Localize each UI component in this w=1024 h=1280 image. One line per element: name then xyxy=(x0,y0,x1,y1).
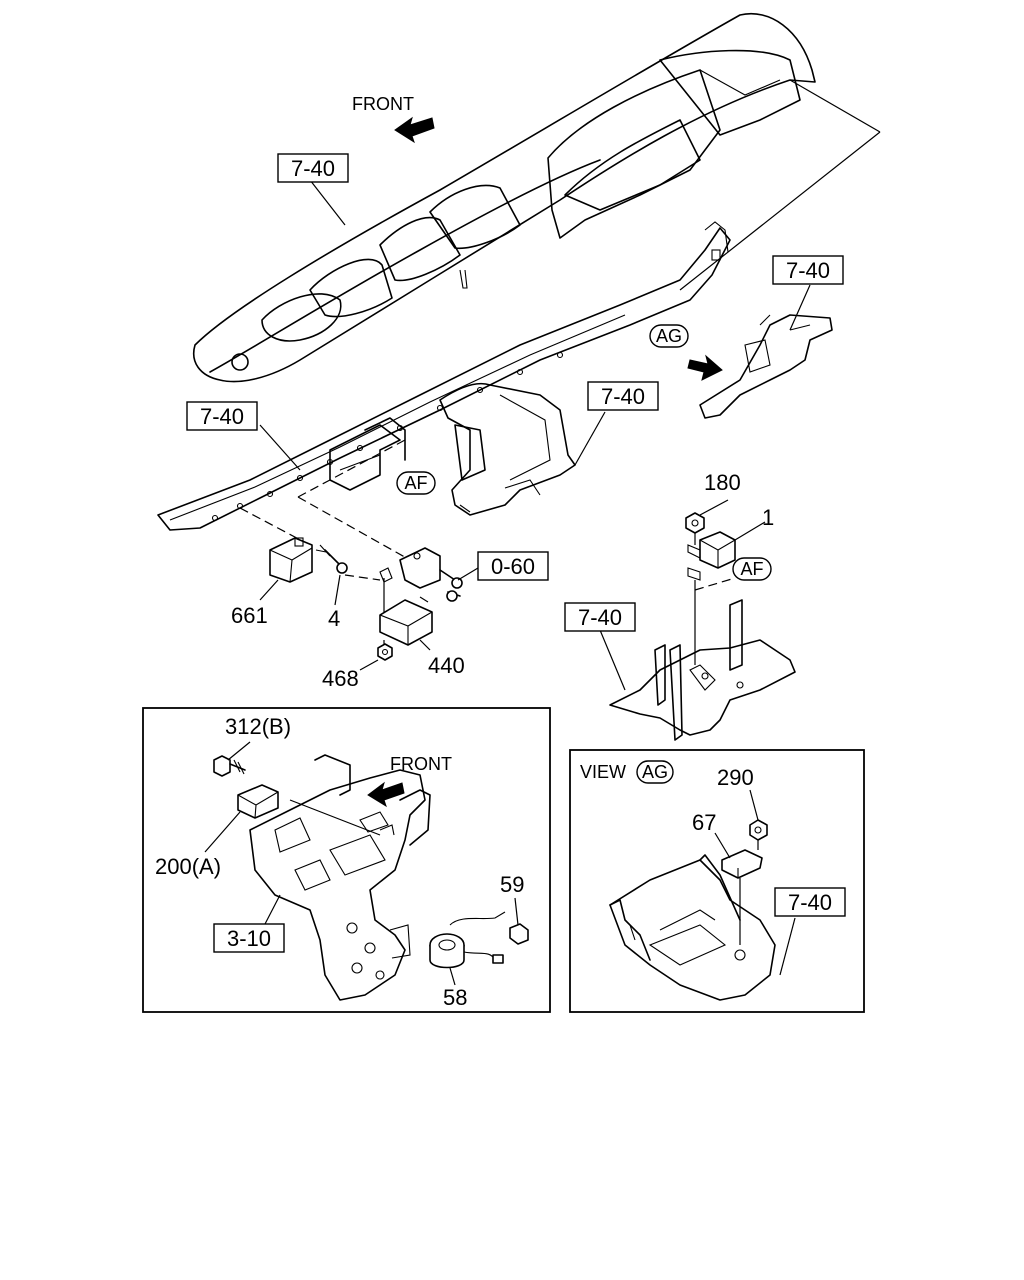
svg-text:AG: AG xyxy=(642,762,668,782)
part-label-468: 468 xyxy=(322,666,359,691)
part-312b-bolt xyxy=(213,755,246,777)
part-label-440: 440 xyxy=(428,653,465,678)
part-0-60-bracket xyxy=(399,547,463,602)
part-label-180: 180 xyxy=(704,470,741,495)
part-1-sensor xyxy=(687,531,736,581)
svg-text:7-40: 7-40 xyxy=(578,605,622,630)
marker-af-right: AF xyxy=(732,557,772,581)
svg-text:7-40: 7-40 xyxy=(200,404,244,429)
marker-af-left: AF xyxy=(396,471,436,495)
part-label-4: 4 xyxy=(328,606,340,631)
inset-bracket-3-10 xyxy=(249,754,431,1001)
ref-center-stay: 7-40 xyxy=(587,381,659,411)
svg-text:7-40: 7-40 xyxy=(291,156,335,181)
part-label-1: 1 xyxy=(762,505,774,530)
center-stay xyxy=(439,382,576,516)
left-bracket xyxy=(329,417,406,491)
floor-bracket xyxy=(609,599,796,741)
svg-text:7-40: 7-40 xyxy=(601,384,645,409)
marker-ag: AG xyxy=(649,324,689,348)
part-label-67: 67 xyxy=(692,810,716,835)
part-label-58: 58 xyxy=(443,985,467,1010)
part-label-312b: 312(B) xyxy=(225,714,291,739)
ref-dashboard: 7-40 xyxy=(277,153,349,183)
cross-member xyxy=(157,221,731,531)
view-ag-floor xyxy=(609,854,776,1001)
part-290-nut xyxy=(749,819,768,841)
svg-text:AG: AG xyxy=(656,326,682,346)
part-180-nut xyxy=(685,512,705,534)
part-200a-module xyxy=(237,784,279,819)
dashboard-panel xyxy=(193,13,816,383)
part-59-sensor xyxy=(509,923,529,945)
part-58-coil xyxy=(429,911,506,969)
part-67-sensor xyxy=(721,849,763,879)
right-bracket xyxy=(699,314,833,419)
ref-floor-bracket: 7-40 xyxy=(564,602,636,632)
ref-view-floor: 7-40 xyxy=(774,887,846,917)
part-468-nut xyxy=(377,643,393,661)
view-label: VIEW xyxy=(580,762,626,782)
inset-panel-left xyxy=(142,707,551,1013)
part-label-59: 59 xyxy=(500,872,524,897)
svg-text:3-10: 3-10 xyxy=(227,926,271,951)
svg-text:0-60: 0-60 xyxy=(491,554,535,579)
part-label-661: 661 xyxy=(231,603,268,628)
part-661-module xyxy=(269,537,313,583)
svg-text:7-40: 7-40 xyxy=(788,890,832,915)
ref-cross-member: 7-40 xyxy=(186,401,258,431)
part-label-200a: 200(A) xyxy=(155,854,221,879)
part-4-screw xyxy=(315,544,348,574)
ref-bolt: 0-60 xyxy=(477,551,549,581)
ref-inset-bracket: 3-10 xyxy=(213,923,285,953)
svg-text:AF: AF xyxy=(740,559,763,579)
front-label-inset: FRONT xyxy=(390,754,452,774)
svg-text:7-40: 7-40 xyxy=(786,258,830,283)
marker-view-ag: AG xyxy=(636,760,674,784)
inset-panel-view-ag xyxy=(569,749,865,1013)
front-label-top: FRONT xyxy=(352,94,414,114)
ref-bracket-right-top: 7-40 xyxy=(772,255,844,285)
part-440-module xyxy=(379,596,433,646)
part-label-290: 290 xyxy=(717,765,754,790)
svg-text:AF: AF xyxy=(404,473,427,493)
